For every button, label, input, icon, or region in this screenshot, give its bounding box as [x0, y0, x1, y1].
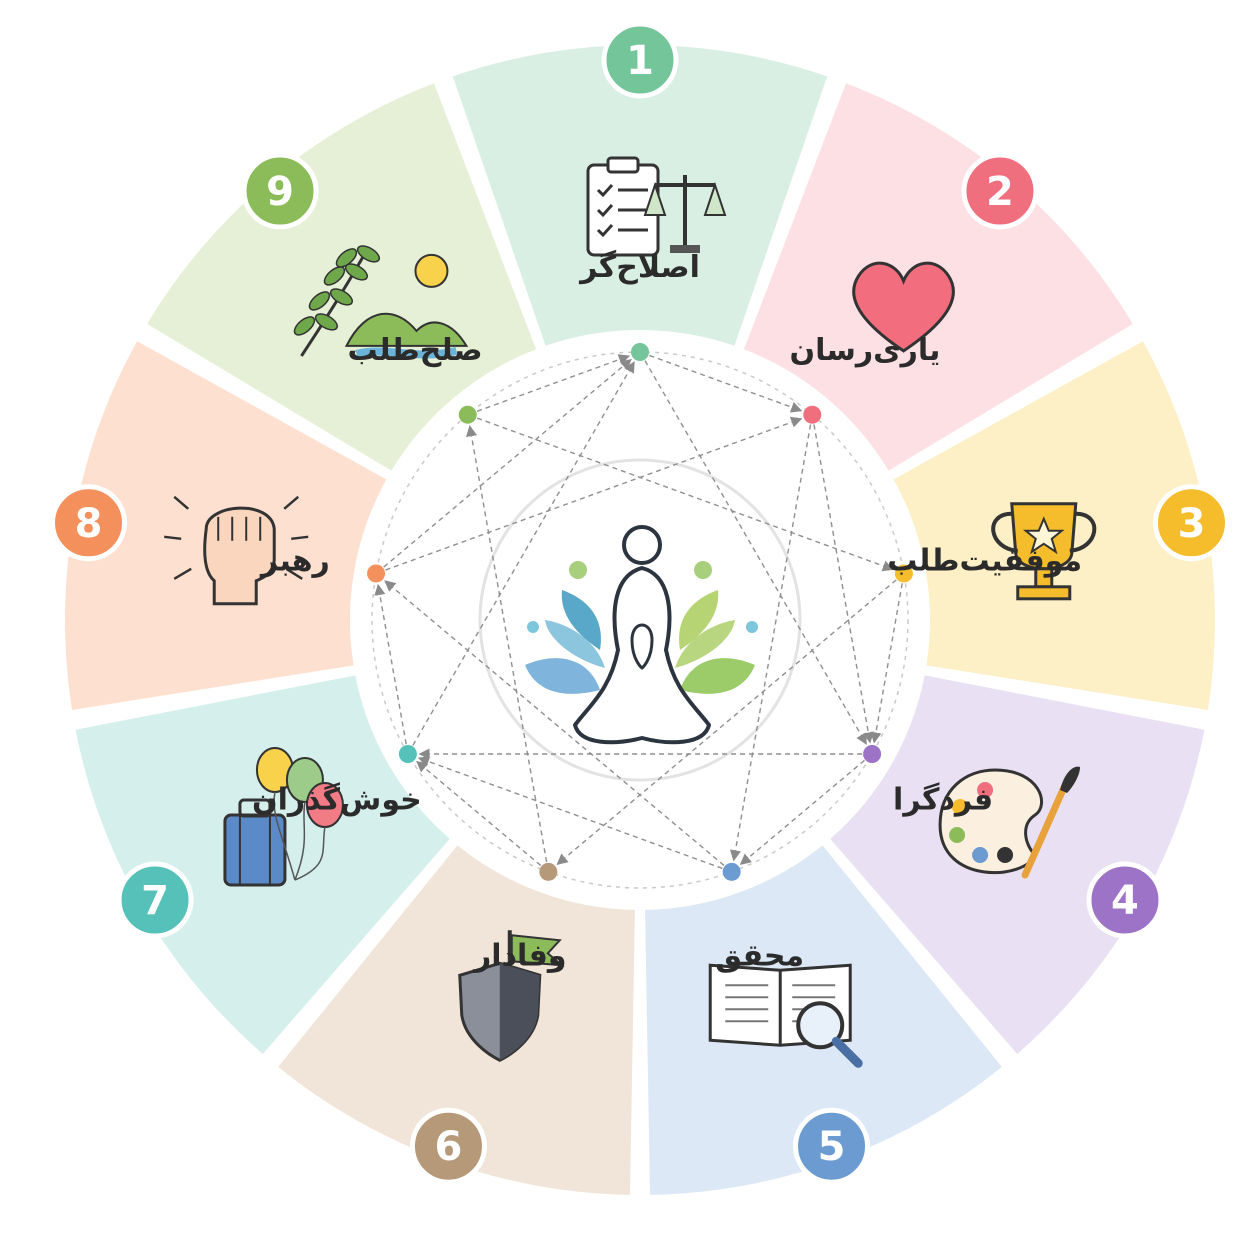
- connector-line: [729, 424, 812, 862]
- node-dot-1: [631, 343, 649, 361]
- book-magnifier-icon: [708, 963, 863, 1068]
- node-dot-3: [894, 564, 913, 583]
- center-circle: [478, 458, 802, 782]
- segment-label-9: صلح‌طلب: [347, 333, 482, 368]
- connector-line: [556, 579, 897, 866]
- badge-6: 6: [409, 1107, 487, 1185]
- badge-number-3: 3: [1178, 501, 1206, 547]
- segment-label-5: محقق: [715, 939, 804, 974]
- segment-label-6: وفادار: [472, 939, 567, 974]
- badge-3: 3: [1152, 484, 1230, 562]
- node-dot-5: [722, 862, 741, 881]
- shield-flag-icon: [458, 930, 565, 1062]
- nature-landscape-icon: [293, 245, 469, 359]
- badge-number-1: 1: [626, 38, 654, 84]
- trophy-icon: [991, 502, 1097, 601]
- badge-number-9: 9: [266, 169, 294, 215]
- badge-number-2: 2: [986, 169, 1014, 215]
- badge-number-6: 6: [435, 1124, 463, 1170]
- suitcase-balloons-icon: [223, 747, 344, 887]
- connector-line: [466, 425, 548, 863]
- segment-label-8: رهبر: [259, 543, 330, 578]
- palette-icon: [938, 766, 1081, 879]
- meditation-figure-icon: [525, 525, 758, 745]
- connector-line: [385, 416, 803, 571]
- segment-label-4: فردگرا: [893, 782, 993, 818]
- connector-line: [813, 424, 874, 744]
- segment-6: [278, 845, 635, 1195]
- badge-1: 1: [601, 21, 679, 99]
- node-dot-4: [863, 745, 882, 763]
- badge-number-4: 4: [1111, 878, 1139, 924]
- connector-line: [384, 580, 725, 866]
- clipboard-scales-icon: [586, 156, 727, 257]
- node-dot-9: [458, 405, 477, 424]
- badge-number-8: 8: [75, 501, 103, 547]
- segment-label-7: خوش‌گذران: [252, 782, 422, 818]
- segment-label-3: موفقیت‌طلب: [887, 543, 1082, 578]
- segment-label-2: یاری‌رسان: [790, 333, 941, 368]
- badge-4: 4: [1086, 861, 1164, 939]
- connector-line: [476, 417, 894, 572]
- badge-number-5: 5: [818, 1124, 846, 1170]
- connector-line: [644, 360, 867, 745]
- connector-line: [870, 583, 903, 744]
- segment-label-1: اصلاح‌گر: [578, 249, 700, 285]
- node-dot-8: [367, 564, 386, 583]
- node-dot-6: [539, 862, 558, 881]
- heart-icon: [852, 261, 955, 353]
- badge-2: 2: [961, 152, 1039, 230]
- badge-number-7: 7: [141, 878, 169, 924]
- badge-8: 8: [50, 484, 128, 562]
- fist-icon: [164, 495, 309, 606]
- node-dot-2: [803, 405, 822, 424]
- badge-7: 7: [116, 861, 194, 939]
- badge-5: 5: [793, 1107, 871, 1185]
- connector-line: [412, 361, 635, 746]
- badge-9: 9: [241, 152, 319, 230]
- node-dot-7: [398, 745, 417, 763]
